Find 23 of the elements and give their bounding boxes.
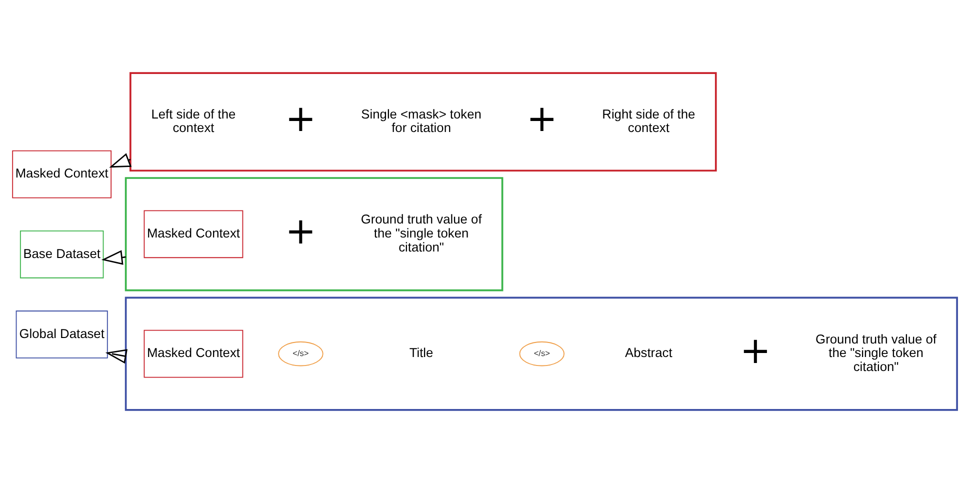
cluster	[124, 177, 504, 292]
node-box: Global Dataset	[16, 310, 108, 358]
node-box: Masked Context	[144, 330, 244, 378]
arrow	[101, 250, 126, 265]
node-box: Base Dataset	[20, 230, 104, 278]
node-text: Left side of the context	[151, 106, 236, 136]
node-text: Single <mask> token for citation	[361, 106, 482, 136]
node-text: Title	[409, 345, 434, 360]
node-text: Right side of the context	[602, 106, 696, 136]
node-ellipse: </s>	[278, 341, 324, 366]
node-text: Abstract	[625, 345, 672, 360]
label: +	[740, 329, 771, 372]
node-ellipse: </s>	[519, 341, 565, 366]
node-text: Ground truth value of the "single token citation"	[816, 331, 937, 374]
arrow	[105, 349, 128, 364]
cluster	[124, 296, 958, 411]
node-box: Masked Context	[12, 150, 112, 198]
node-text: Ground truth value of the "single token citation"	[360, 212, 482, 254]
node-box: Masked Context	[144, 210, 244, 258]
label: +	[526, 97, 558, 140]
label: +	[285, 209, 316, 252]
label: +	[285, 97, 316, 140]
cluster	[130, 72, 717, 172]
